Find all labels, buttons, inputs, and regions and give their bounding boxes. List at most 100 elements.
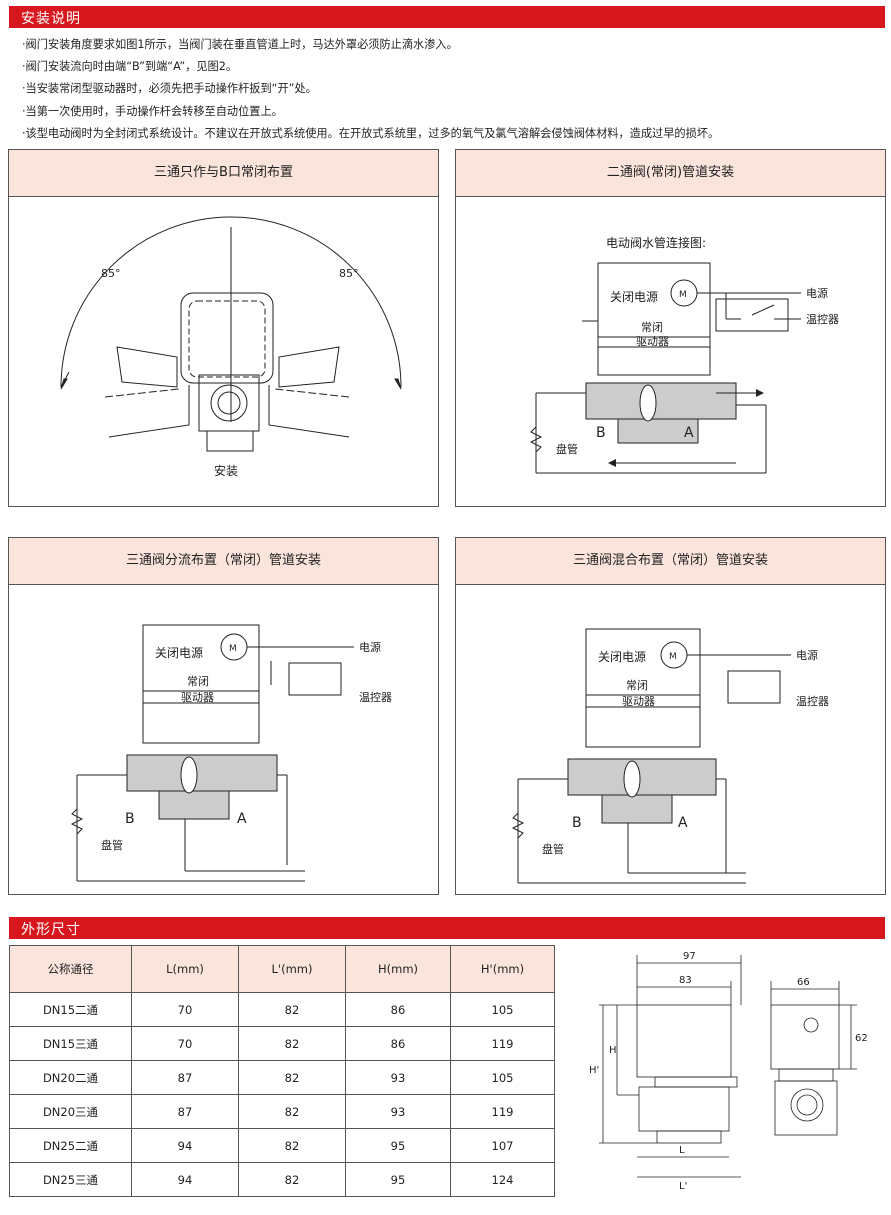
table-cell: 95 bbox=[345, 1162, 451, 1197]
dim-Hprime: H' bbox=[589, 1065, 599, 1076]
table-cell: DN25二通 bbox=[9, 1128, 132, 1163]
motor-label: 关闭电源 bbox=[155, 646, 203, 660]
caption: 安装 bbox=[214, 463, 238, 478]
table-header: H'(mm) bbox=[450, 945, 555, 993]
power-label: 电源 bbox=[359, 640, 381, 654]
panel-mixing: 三通阀混合布置（常闭）管道安装 关闭电源 M 常闭 驱动器 电源 温控器 B bbox=[455, 537, 886, 895]
power-label: 电源 bbox=[796, 648, 818, 662]
port-a-label: A bbox=[684, 425, 694, 441]
thermostat-label: 温控器 bbox=[796, 694, 829, 708]
two-way-diagram: 电动阀水管连接图: 关闭电源 M 常 bbox=[529, 235, 839, 474]
dimensions-table: 公称通径 L(mm) L'(mm) H(mm) H'(mm) DN15二通 70… bbox=[9, 945, 555, 1197]
note-item: ·阀门安装角度要求如图1所示，当阀门装在垂直管道上时，马达外罩必须防止滴水渗入。 bbox=[22, 38, 458, 51]
angle-diagram: 85° 85° 安装 bbox=[60, 216, 402, 478]
table-cell: 95 bbox=[345, 1128, 451, 1163]
motor-symbol: M bbox=[669, 652, 677, 662]
table-cell: 119 bbox=[450, 1026, 555, 1061]
dim-H: H bbox=[609, 1045, 617, 1056]
nc-label: 常闭 bbox=[187, 675, 209, 688]
note-item: ·该型电动阀时为全封闭式系统设计。不建议在开放式系统使用。在开放式系统里，过多的… bbox=[22, 126, 720, 140]
table-cell: 119 bbox=[450, 1094, 555, 1129]
port-b-label: B bbox=[572, 815, 582, 831]
table-cell: 105 bbox=[450, 1060, 555, 1095]
table-cell: 105 bbox=[450, 992, 555, 1027]
table-cell: 82 bbox=[238, 1060, 346, 1095]
table-header-row: 公称通径 L(mm) L'(mm) H(mm) H'(mm) bbox=[9, 945, 555, 993]
nc-label: 常闭 bbox=[641, 321, 663, 334]
panel-two-way: 二通阀(常闭)管道安装 电动阀水管连接图: bbox=[455, 149, 886, 507]
dim-L: L bbox=[679, 1145, 685, 1156]
section-title: 外形尺寸 bbox=[21, 922, 81, 938]
driver-label: 驱动器 bbox=[181, 691, 214, 704]
table-row: DN25二通 94 82 95 107 bbox=[9, 1128, 555, 1163]
port-a-label: A bbox=[237, 811, 247, 827]
mixing-diagram: 关闭电源 M 常闭 驱动器 电源 温控器 B A 盘管 bbox=[511, 628, 829, 884]
table-cell: 82 bbox=[238, 992, 346, 1027]
angle-right-label: 85° bbox=[339, 267, 359, 280]
table-cell: DN20二通 bbox=[9, 1060, 132, 1095]
table-header: H(mm) bbox=[345, 945, 451, 993]
table-cell: 94 bbox=[131, 1162, 239, 1197]
motor-symbol: M bbox=[679, 290, 687, 300]
table-cell: 87 bbox=[131, 1094, 239, 1129]
table-cell: 93 bbox=[345, 1094, 451, 1129]
table-cell: DN15二通 bbox=[9, 992, 132, 1027]
table-cell: 70 bbox=[131, 992, 239, 1027]
table-cell: DN20三通 bbox=[9, 1094, 132, 1129]
motor-symbol: M bbox=[229, 644, 237, 654]
thermostat-label: 温控器 bbox=[359, 690, 392, 704]
coil-label: 盘管 bbox=[556, 442, 578, 456]
table-cell: 87 bbox=[131, 1060, 239, 1095]
driver-label: 驱动器 bbox=[622, 695, 655, 708]
table-row: DN15二通 70 82 86 105 bbox=[9, 992, 555, 1027]
motor-label: 关闭电源 bbox=[598, 650, 646, 664]
dim-62: 62 bbox=[855, 1033, 868, 1044]
note-item: ·阀门安装流向时由端“B”到端“A”，见图2。 bbox=[22, 60, 238, 74]
panel-title: 二通阀(常闭)管道安装 bbox=[456, 150, 885, 197]
section-title: 安装说明 bbox=[21, 11, 81, 27]
table-cell: 82 bbox=[238, 1162, 346, 1197]
panel-title: 三通阀混合布置（常闭）管道安装 bbox=[456, 538, 885, 585]
angle-left-label: 85° bbox=[101, 267, 121, 280]
dimension-drawing: 97 83 66 62 H H' L L' bbox=[589, 951, 868, 1192]
table-cell: 86 bbox=[345, 992, 451, 1027]
panel-title: 三通阀分流布置（常闭）管道安装 bbox=[9, 538, 438, 585]
table-cell: 70 bbox=[131, 1026, 239, 1061]
note-item: ·当第一次使用时，手动操作杆会转移至自动位置上。 bbox=[22, 104, 283, 118]
table-cell: 82 bbox=[238, 1026, 346, 1061]
dim-83: 83 bbox=[679, 975, 692, 986]
driver-label: 驱动器 bbox=[636, 335, 669, 348]
table-cell: DN25三通 bbox=[9, 1162, 132, 1197]
table-cell: 82 bbox=[238, 1128, 346, 1163]
table-cell: 82 bbox=[238, 1094, 346, 1129]
table-row: DN20二通 87 82 93 105 bbox=[9, 1060, 555, 1095]
thermostat-label: 温控器 bbox=[806, 312, 839, 326]
section-bar-dimensions: 外形尺寸 bbox=[9, 917, 885, 939]
panel-title: 三通只作与B口常闭布置 bbox=[9, 150, 438, 197]
port-a-label: A bbox=[678, 815, 688, 831]
table-header: L'(mm) bbox=[238, 945, 346, 993]
table-cell: DN15三通 bbox=[9, 1026, 132, 1061]
panel-diverting: 三通阀分流布置（常闭）管道安装 关闭电源 M 常闭 驱动器 电源 温控器 bbox=[8, 537, 439, 895]
motor-label: 关闭电源 bbox=[610, 290, 658, 304]
diverting-diagram: 关闭电源 M 常闭 驱动器 电源 温控器 B A 盘管 bbox=[70, 624, 392, 882]
diagram-subtitle: 电动阀水管连接图: bbox=[606, 235, 706, 250]
port-b-label: B bbox=[596, 425, 606, 441]
dim-97: 97 bbox=[683, 951, 696, 962]
note-item: ·当安装常闭型驱动器时，必须先把手动操作杆扳到“开”处。 bbox=[22, 82, 317, 96]
table-row: DN25三通 94 82 95 124 bbox=[9, 1162, 555, 1197]
table-row: DN20三通 87 82 93 119 bbox=[9, 1094, 555, 1129]
table-cell: 107 bbox=[450, 1128, 555, 1163]
table-cell: 93 bbox=[345, 1060, 451, 1095]
coil-label: 盘管 bbox=[542, 842, 564, 856]
section-bar-install: 安装说明 bbox=[9, 6, 885, 28]
table-cell: 86 bbox=[345, 1026, 451, 1061]
table-header: L(mm) bbox=[131, 945, 239, 993]
table-cell: 94 bbox=[131, 1128, 239, 1163]
dim-Lprime: L' bbox=[679, 1181, 687, 1192]
table-cell: 124 bbox=[450, 1162, 555, 1197]
table-header: 公称通径 bbox=[9, 945, 132, 993]
install-notes: ·阀门安装角度要求如图1所示，当阀门装在垂直管道上时，马达外罩必须防止滴水渗入。… bbox=[22, 34, 719, 145]
panel-three-way-angle: 三通只作与B口常闭布置 85° 85° 安装 bbox=[8, 149, 439, 507]
coil-label: 盘管 bbox=[101, 838, 123, 852]
